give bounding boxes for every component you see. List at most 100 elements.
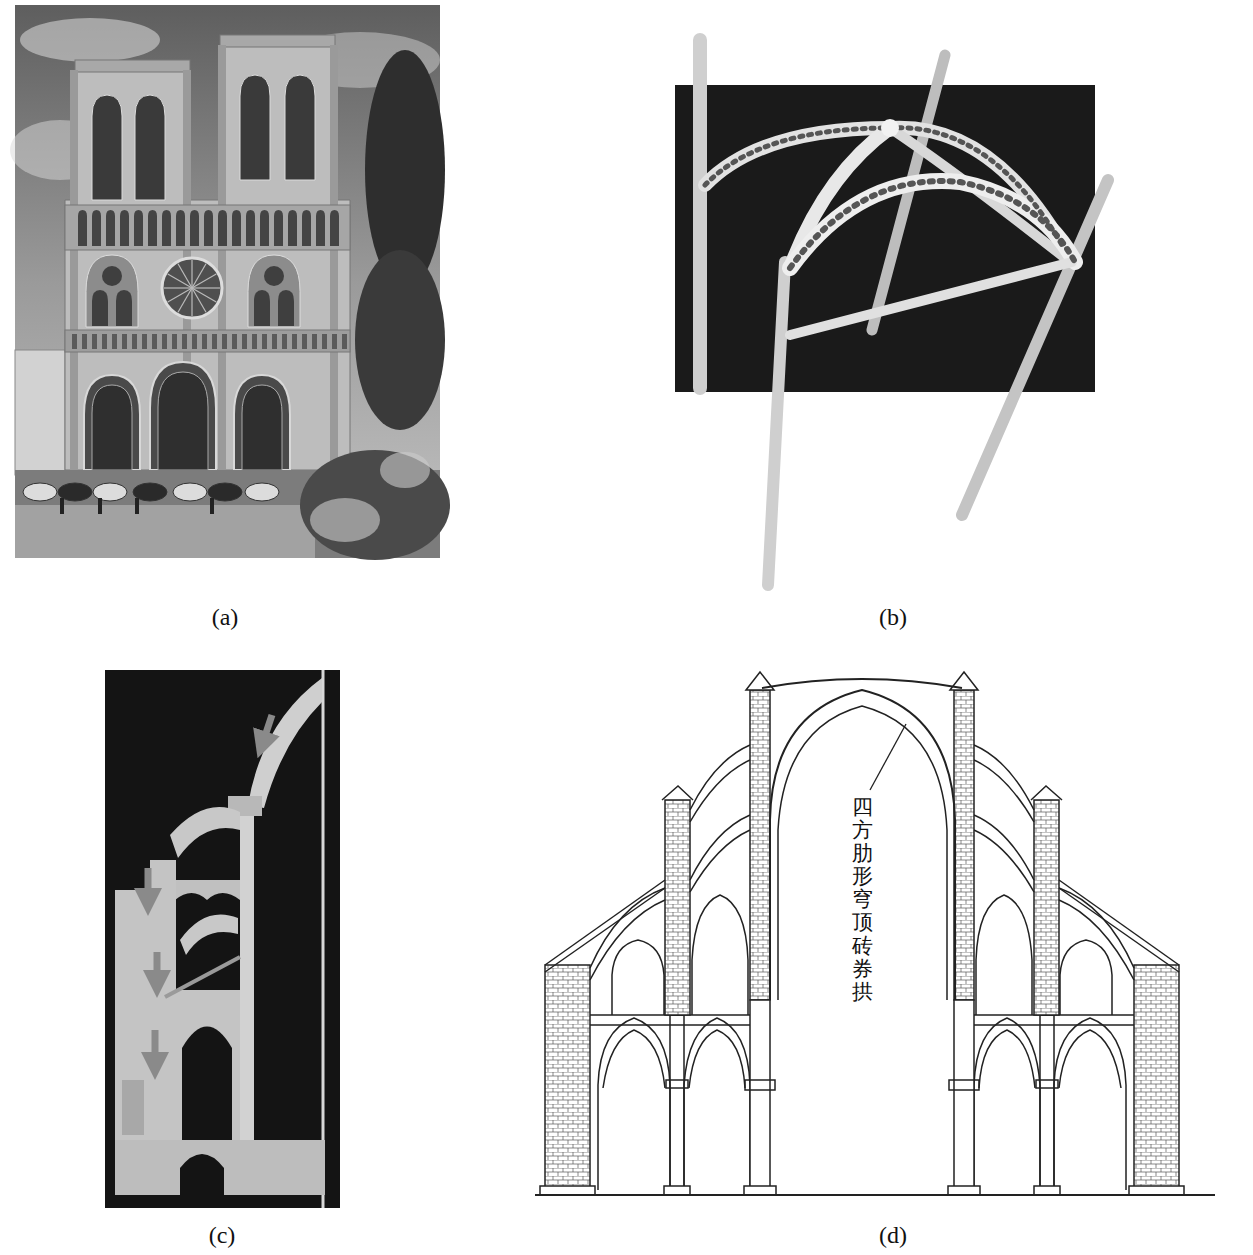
ground-line [535,1194,1215,1196]
gallery-arch [190,210,199,246]
tracery-spoke [192,287,220,288]
flowers [310,498,380,542]
plinth [744,1186,776,1195]
half-section-mirror [948,672,1184,1195]
plinth [664,1186,690,1195]
side-building [15,350,65,475]
tie-rib [790,262,1072,335]
tower-windows [92,75,315,200]
statue [282,334,287,349]
kings-gallery [65,330,350,352]
portal [234,375,290,470]
edge-line [322,670,325,1208]
gallery [65,205,350,250]
statue [132,334,137,349]
statue [232,334,237,349]
gallery-arch [232,210,241,246]
section-model [105,670,340,1208]
car [245,483,279,501]
tower-window [285,75,315,180]
facade [65,45,350,470]
small-rose [264,266,284,286]
gallery-arch [78,210,87,246]
tracery-spoke [191,260,192,288]
flying-buttress [690,745,750,822]
cars [23,483,279,514]
panel-letter: (c) [209,1222,236,1250]
portal-ring [92,385,132,470]
small-rose [102,266,122,286]
aisle-roof [545,880,665,965]
car [23,483,57,501]
side-lancet [92,290,108,326]
statue [302,334,307,349]
cathedral-photo [10,5,450,560]
pole [693,40,707,388]
aisle-arch [598,1018,670,1190]
person [210,498,214,514]
gallery-arch [330,210,339,246]
buttress [218,45,226,470]
tracery-spoke [192,288,206,312]
buttress [70,70,78,470]
arch-ring [689,1030,745,1088]
person [98,498,102,514]
statue [312,334,317,349]
statue [242,334,247,349]
shrubs [300,450,450,560]
pinnacle [662,786,693,800]
flowers [380,452,430,488]
load-arrow [145,868,152,902]
statue [202,334,207,349]
pole [768,262,785,585]
rib-web [705,128,890,185]
flying-buttress [590,900,665,980]
tree [355,250,445,430]
plinth [540,1186,595,1195]
car [173,483,207,501]
load-arrow [154,952,161,984]
gallery-arch [92,210,101,246]
statue [272,334,277,349]
portal-ring [158,372,208,470]
gallery-arch [134,210,143,246]
side-arch [86,255,138,327]
rose-window [162,258,222,318]
gallery-arch [176,210,185,246]
tracery-spoke [178,264,192,288]
leader-line [870,724,906,790]
panel-letter: (a) [212,604,239,632]
capital [745,1080,775,1090]
statue [92,334,97,349]
rib-web [890,128,1062,245]
aisle-arch [684,1018,750,1190]
tracery-spoke [164,287,192,288]
gallery-arches [78,210,339,246]
gallery-arch [218,210,227,246]
portals [84,362,290,470]
half-section [540,672,776,1195]
side-windows [86,255,300,327]
tower-balustrade [75,60,190,72]
statue [162,334,167,349]
panel-letter: (d) [879,1222,907,1250]
gallery-arch [148,210,157,246]
gallery-arch [204,210,213,246]
statue [122,334,127,349]
statue [192,334,197,349]
statue [172,334,177,349]
statue [212,334,217,349]
side-lancet [254,290,270,326]
gallery-arch [316,210,325,246]
statue [292,334,297,349]
portal [84,375,140,470]
flying-buttress [690,815,750,892]
side-lancet [116,290,132,326]
tower-balustrade [220,35,335,47]
buttress-pier [665,800,690,1015]
aisle-roof [545,888,665,972]
buttress [330,45,338,470]
person [135,498,139,514]
